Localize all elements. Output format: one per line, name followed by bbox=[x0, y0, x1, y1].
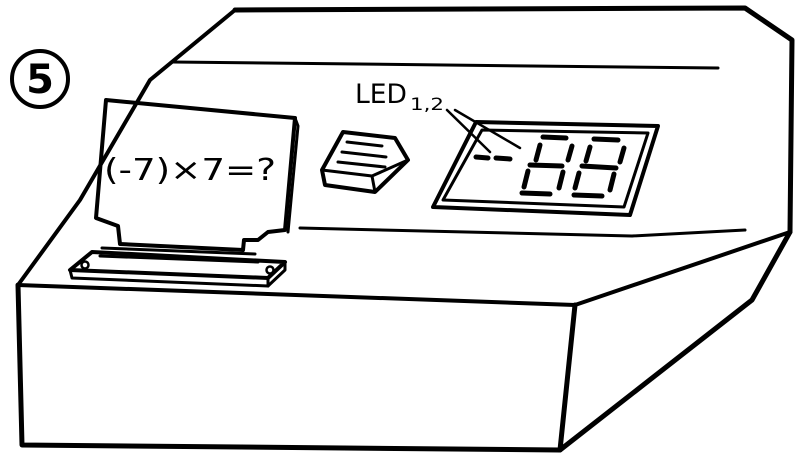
led-label-subscript: 1,2 bbox=[410, 95, 444, 115]
holder-screw-left bbox=[80, 260, 90, 270]
led-leader-line-2 bbox=[453, 108, 522, 150]
question-card: (-7)×7=? bbox=[94, 98, 300, 252]
step-number-text: 5 bbox=[26, 57, 54, 103]
led-digit-2 bbox=[571, 136, 627, 199]
holder-screw-right bbox=[265, 265, 275, 275]
led-digit-1 bbox=[519, 134, 575, 197]
led-label: LED 1,2 bbox=[355, 79, 444, 115]
led-leader-line-1 bbox=[445, 108, 492, 154]
device-box bbox=[15, 5, 795, 453]
card-equation: (-7)×7=? bbox=[104, 153, 276, 188]
led-label-main: LED bbox=[355, 79, 407, 110]
push-button bbox=[320, 130, 410, 194]
step-number-badge: 5 bbox=[10, 49, 70, 109]
led-display bbox=[431, 108, 660, 217]
card-holder-base bbox=[68, 246, 287, 288]
led-minus-sign bbox=[473, 154, 513, 162]
